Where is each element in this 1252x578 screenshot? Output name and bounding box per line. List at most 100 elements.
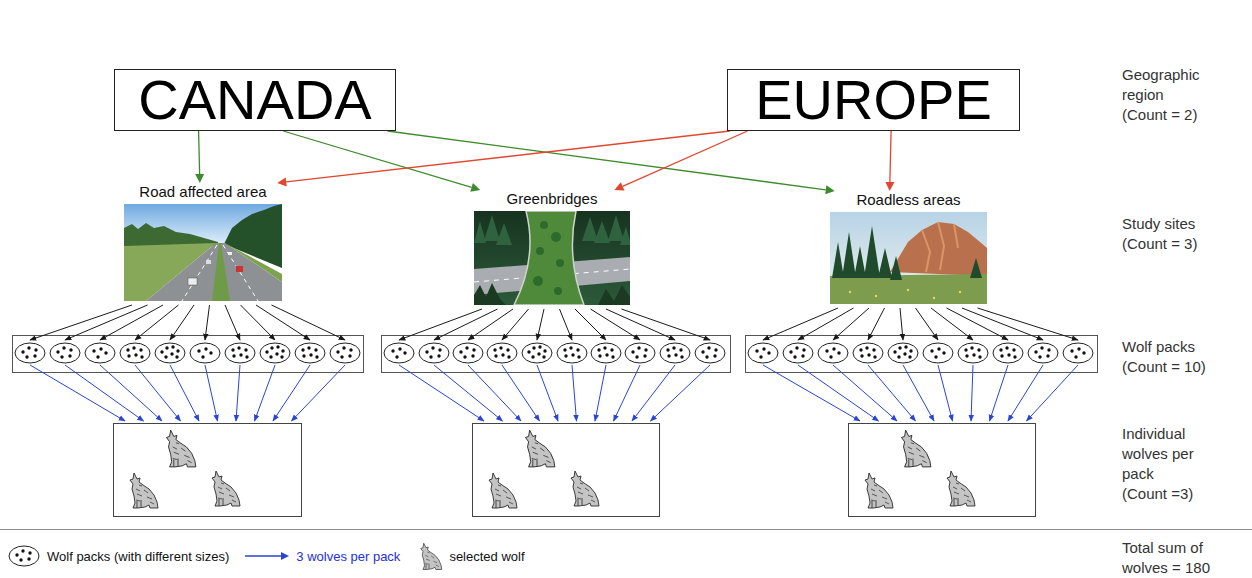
legend-item: selected wolf bbox=[414, 541, 524, 571]
legend-text: 3 wolves per pack bbox=[296, 549, 400, 564]
wolf-pack bbox=[487, 343, 517, 363]
fan-arrow bbox=[502, 309, 529, 340]
trees bbox=[474, 283, 630, 305]
selection-arrow bbox=[938, 365, 953, 421]
greenbridge-photo bbox=[474, 211, 630, 305]
wolf-icon bbox=[212, 471, 240, 506]
wolf-icon bbox=[525, 430, 554, 467]
selection-arrow bbox=[595, 365, 606, 421]
wolf-pack bbox=[50, 343, 80, 363]
rock-light bbox=[922, 222, 958, 272]
lane-line bbox=[182, 245, 217, 301]
wolf-pack bbox=[260, 343, 290, 363]
pack-ellipses bbox=[15, 343, 1093, 363]
wolf-pack bbox=[818, 343, 848, 363]
selection-arrow bbox=[434, 365, 503, 421]
band: Geographic region (Count = 2)CANADAEUROP… bbox=[0, 10, 1108, 163]
site-picture-slot bbox=[474, 208, 630, 305]
flowers bbox=[849, 289, 961, 299]
connector bbox=[195, 131, 204, 183]
wolf-pack bbox=[695, 343, 725, 363]
wolf-pack bbox=[155, 343, 185, 363]
median bbox=[212, 243, 230, 301]
selection-arrow bbox=[255, 365, 276, 421]
selection-arrow bbox=[205, 365, 218, 421]
site-picture-slot bbox=[830, 209, 987, 304]
band-label: Geographic region (Count = 2) bbox=[1122, 65, 1208, 125]
study-site: Road affected area bbox=[124, 183, 282, 301]
fan-arrow bbox=[868, 308, 885, 340]
fan-arrow bbox=[272, 305, 346, 340]
car bbox=[206, 260, 211, 264]
arrow-head bbox=[825, 185, 835, 194]
legend-item: 3 wolves per pack bbox=[243, 549, 400, 564]
wolf-pack bbox=[453, 343, 483, 363]
selection-arrow bbox=[1008, 365, 1043, 421]
wolf-pack bbox=[748, 343, 778, 363]
selection-arrow bbox=[292, 365, 346, 421]
wolf-icon bbox=[130, 473, 158, 508]
selection-arrow bbox=[614, 365, 641, 421]
selection-arrow bbox=[971, 365, 973, 421]
green-bridge bbox=[514, 211, 584, 305]
rock bbox=[890, 222, 987, 276]
fan-arrow bbox=[434, 309, 498, 340]
connector bbox=[885, 131, 894, 191]
legend-arrow-line bbox=[245, 555, 282, 557]
selection-arrow bbox=[537, 365, 558, 421]
band-label: Wolf packs (Count = 10) bbox=[1122, 337, 1232, 377]
footer-rule bbox=[0, 529, 1252, 530]
pack-row-box bbox=[13, 336, 364, 373]
fan-arrow bbox=[241, 305, 276, 340]
fan-arrow bbox=[622, 309, 711, 340]
wolf-icon bbox=[571, 471, 599, 506]
pack-row-box bbox=[382, 336, 731, 373]
site-picture-slot bbox=[124, 201, 282, 301]
wolf-pack bbox=[419, 343, 449, 363]
wolf-pack bbox=[384, 343, 414, 363]
wolf-pack bbox=[888, 343, 918, 363]
site-title: Roadless areas bbox=[830, 191, 987, 209]
selection-arrow bbox=[502, 365, 540, 421]
band-label-slot: Geographic region (Count = 2) bbox=[1122, 65, 1208, 125]
legend-pack-symbol bbox=[6, 544, 42, 568]
region-name: EUROPE bbox=[755, 70, 992, 130]
band-label-slot: Study sites (Count = 3) bbox=[1122, 214, 1232, 254]
wolf-pack bbox=[557, 343, 587, 363]
wolf-icon bbox=[166, 430, 195, 467]
selection-arrow bbox=[868, 365, 916, 421]
wolf-pack bbox=[625, 343, 655, 363]
fan-arrow bbox=[205, 305, 210, 340]
wolf-pack bbox=[120, 343, 150, 363]
band-label: Individual wolves per pack (Count =3) bbox=[1122, 424, 1200, 504]
pack-row-box bbox=[746, 336, 1098, 373]
fan-arrow bbox=[560, 309, 573, 340]
wolf-pack bbox=[660, 343, 690, 363]
selection-arrow bbox=[763, 365, 860, 421]
arrow-head bbox=[614, 182, 624, 190]
wolf-pack bbox=[923, 343, 953, 363]
wolf-pack bbox=[1063, 343, 1093, 363]
band: Individual wolves per pack (Count =3) bbox=[0, 402, 1108, 527]
legend-arrow-head bbox=[281, 552, 289, 560]
wolf-pack bbox=[783, 343, 813, 363]
wolf-pack bbox=[993, 343, 1023, 363]
band-label-slot: Wolf packs (Count = 10) bbox=[1122, 337, 1232, 377]
car bbox=[188, 278, 197, 285]
sky bbox=[830, 212, 987, 304]
band-fill bbox=[0, 318, 1108, 396]
fan-arrow bbox=[978, 308, 1079, 340]
arrow-head bbox=[195, 174, 204, 183]
fan-arrow bbox=[916, 308, 939, 340]
arrow-head bbox=[470, 183, 480, 192]
fan-arrow bbox=[931, 308, 973, 340]
legend-text: selected wolf bbox=[449, 549, 524, 564]
fan-arrow bbox=[947, 308, 1009, 340]
fan-arrow bbox=[962, 308, 1043, 340]
region-box: EUROPE bbox=[727, 69, 1020, 131]
connector-line bbox=[623, 131, 748, 186]
selection-arrow bbox=[236, 365, 240, 421]
legend: Wolf packs (with different sizes) 3 wolv… bbox=[6, 542, 539, 570]
band: Wolf packs (Count = 10) bbox=[0, 318, 1108, 396]
selection-arrow bbox=[903, 365, 934, 421]
